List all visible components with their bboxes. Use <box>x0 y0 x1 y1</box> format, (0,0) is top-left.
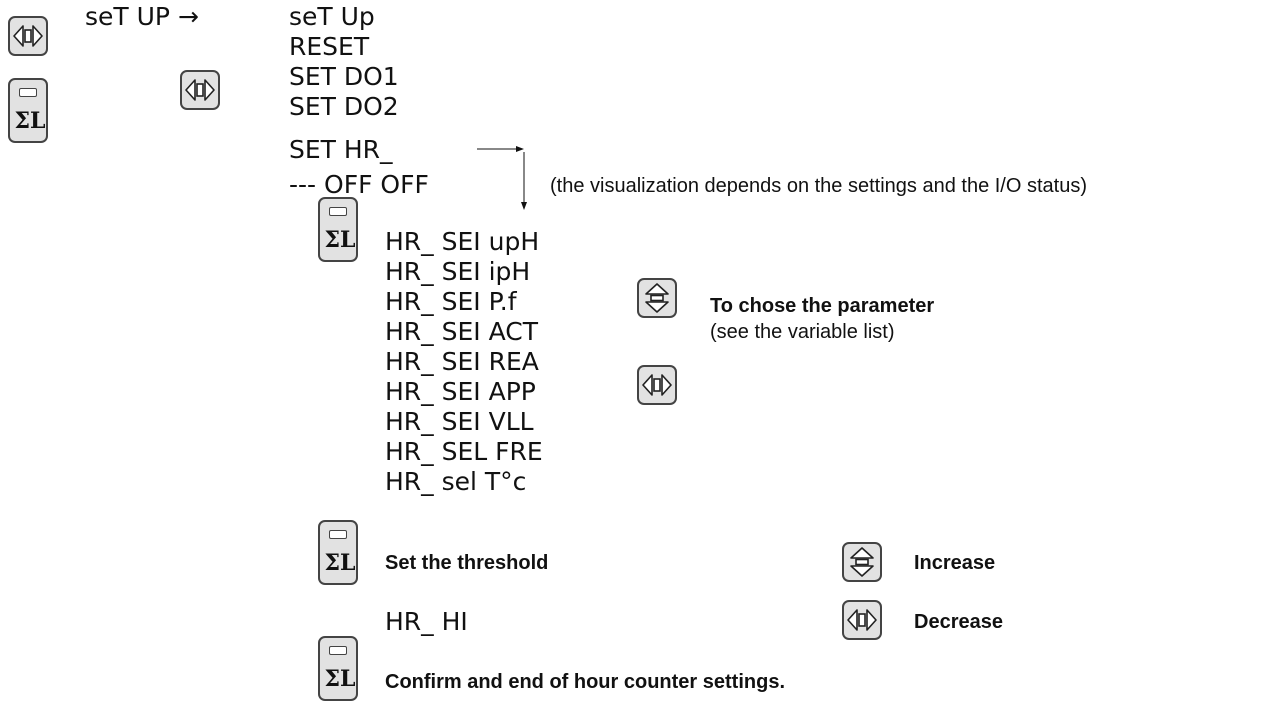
center-bar <box>653 378 661 392</box>
set-threshold-label: Set the threshold <box>385 552 549 574</box>
up-down-key[interactable] <box>637 278 677 318</box>
arrowhead-down <box>521 202 527 210</box>
hr-param-item: HR_ SEI P.f <box>385 287 517 316</box>
sigma-l-label: ΣL <box>324 550 356 576</box>
menu-item: RESET <box>289 32 370 61</box>
hr-param-item: HR_ SEI VLL <box>385 407 534 436</box>
led-indicator <box>329 530 347 539</box>
menu-item: SET DO2 <box>289 92 399 121</box>
hr-param-item: HR_ sel T°c <box>385 467 527 496</box>
led-indicator <box>329 207 347 216</box>
arrow-left <box>185 79 196 101</box>
left-right-key[interactable] <box>842 600 882 640</box>
visualization-note: (the visualization depends on the settin… <box>550 175 1087 197</box>
led-indicator <box>329 646 347 655</box>
arrow-right <box>866 609 877 631</box>
sigma-l-key[interactable]: ΣL <box>318 520 358 585</box>
up-down-arrow-icon <box>645 283 669 313</box>
sigma-l-label: ΣL <box>324 227 356 253</box>
left-right-arrow-icon <box>185 79 215 101</box>
left-right-arrow-icon <box>13 25 43 47</box>
left-right-arrow-icon <box>642 374 672 396</box>
setup-menu-label: seT UP → <box>85 2 199 31</box>
center-bar <box>855 558 869 566</box>
hr-param-item: HR_ SEI APP <box>385 377 536 406</box>
led-indicator <box>19 88 37 97</box>
arrow-down <box>850 565 874 577</box>
left-right-key[interactable] <box>8 16 48 56</box>
center-bar <box>196 83 204 97</box>
arrow-down <box>645 301 669 313</box>
menu-item: SET HR_ <box>289 135 393 164</box>
sigma-l-label: ΣL <box>14 108 46 134</box>
hr-param-item: HR_ SEI upH <box>385 227 540 256</box>
menu-item: seT Up <box>289 2 375 31</box>
arrowhead-right <box>516 146 524 152</box>
hr-param-item: HR_ SEL FRE <box>385 437 543 466</box>
center-bar <box>24 29 32 43</box>
left-right-arrow-icon <box>847 609 877 631</box>
arrow-up <box>850 547 874 559</box>
up-down-key[interactable] <box>842 542 882 582</box>
arrow-left <box>847 609 858 631</box>
menu-item: --- OFF OFF <box>289 170 429 199</box>
arrow-right <box>661 374 672 396</box>
arrow-left <box>642 374 653 396</box>
arrow-left <box>13 25 24 47</box>
hr-param-item: HR_ SEI ipH <box>385 257 531 286</box>
menu-item: SET DO1 <box>289 62 399 91</box>
arrow-right <box>32 25 43 47</box>
arrow-right <box>204 79 215 101</box>
sigma-l-key[interactable]: ΣL <box>318 197 358 262</box>
center-bar <box>650 294 664 302</box>
left-right-key[interactable] <box>180 70 220 110</box>
sigma-l-label: ΣL <box>324 666 356 692</box>
increase-label: Increase <box>914 552 996 574</box>
confirm-label: Confirm and end of hour counter settings… <box>385 671 785 693</box>
hr-param-item: HR_ SEI ACT <box>385 317 538 346</box>
center-bar <box>858 613 866 627</box>
sigma-l-key[interactable]: ΣL <box>8 78 48 143</box>
sigma-l-key[interactable]: ΣL <box>318 636 358 701</box>
arrow-up <box>645 283 669 295</box>
left-right-key[interactable] <box>637 365 677 405</box>
decrease-label: Decrease <box>914 611 1003 633</box>
up-down-arrow-icon <box>850 547 874 577</box>
choose-parameter-subtitle: (see the variable list) <box>710 321 895 343</box>
hr-param-item: HR_ SEI REA <box>385 347 539 376</box>
threshold-value: HR_ HI <box>385 607 468 636</box>
choose-parameter-title: To chose the parameter <box>710 295 935 317</box>
